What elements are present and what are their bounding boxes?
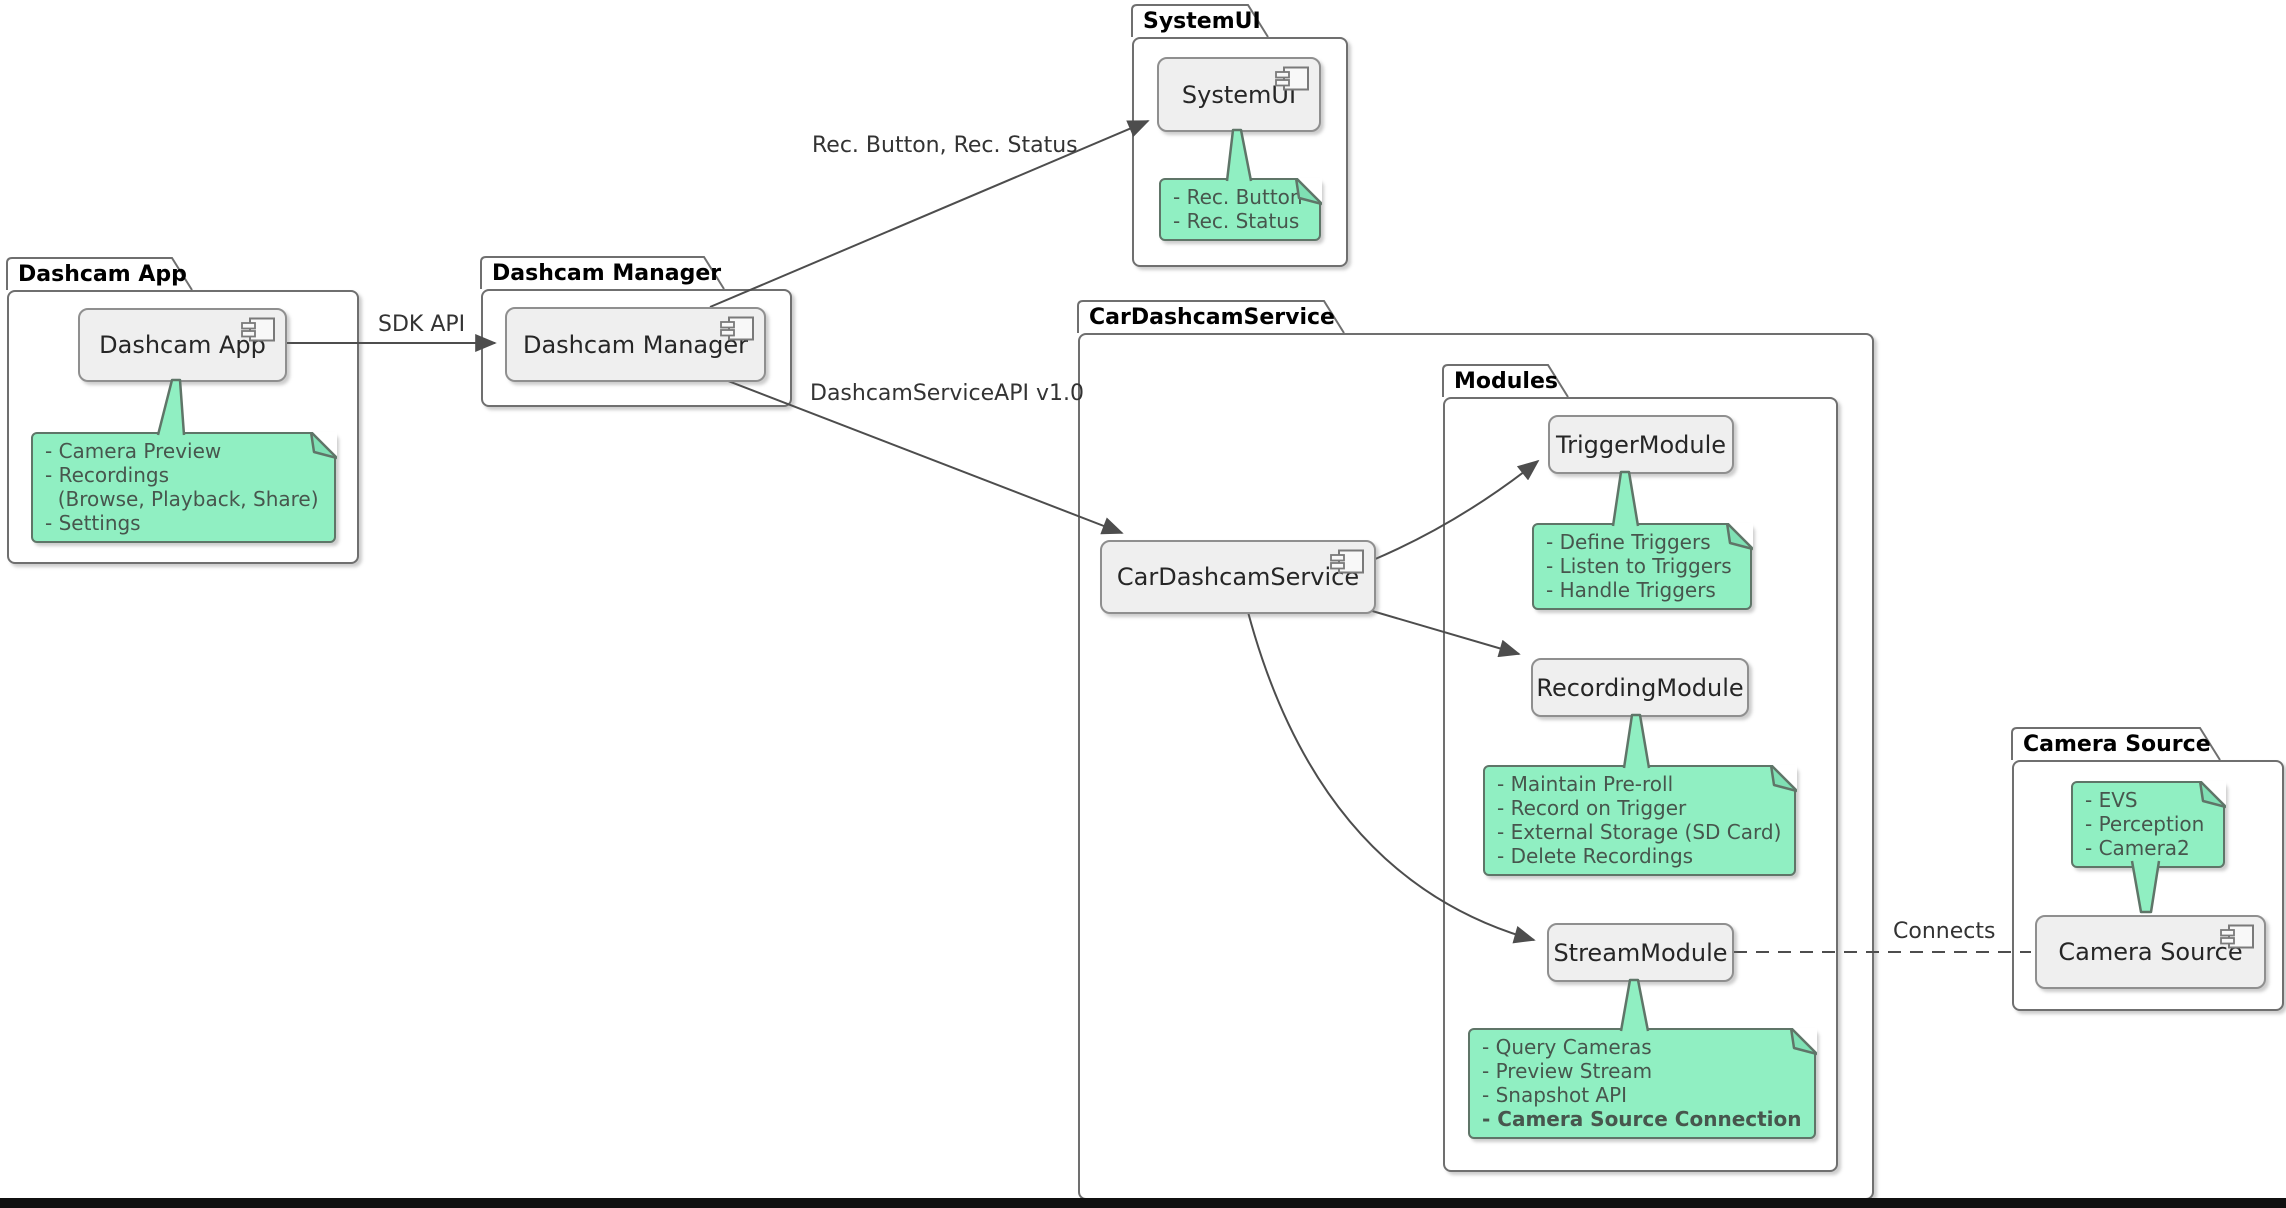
component-icon [1275, 66, 1309, 91]
component-camera-source: Camera Source [2035, 915, 2266, 989]
note-line: - Delete Recordings [1497, 844, 1694, 868]
component-label: Camera Source [2058, 938, 2243, 966]
bottom-window-edge [0, 1198, 2286, 1208]
note-fold-icon [2198, 780, 2226, 808]
edge-label-dashcam-service-api: DashcamServiceAPI v1.0 [810, 381, 1084, 406]
package-title-dashcam-app: Dashcam App [18, 262, 187, 287]
note-camera-source: - EVS- Perception- Camera2 [2071, 780, 2226, 868]
edge-label-connects: Connects [1893, 919, 1996, 944]
component-dashcam-app: Dashcam App [78, 308, 287, 382]
note-line: - EVS [2085, 788, 2138, 812]
component-icon [720, 316, 754, 341]
note-line: - Query Cameras [1482, 1035, 1652, 1059]
note-fold-icon [1789, 1027, 1817, 1055]
component-label: CarDashcamService [1116, 563, 1360, 591]
component-recording-module: RecordingModule [1531, 658, 1749, 717]
package-title-modules: Modules [1454, 369, 1558, 394]
note-systemui: - Rec. Button- Rec. Status [1159, 177, 1322, 241]
component-car-dashcam-service: CarDashcamService [1100, 540, 1376, 614]
note-fold-icon [309, 431, 337, 459]
component-label: StreamModule [1553, 938, 1728, 967]
note-line: - Snapshot API [1482, 1083, 1628, 1107]
note-line: - Camera Source Connection [1482, 1107, 1802, 1131]
note-line: - Settings [45, 511, 141, 535]
note-fold-icon [1294, 177, 1322, 205]
component-label: Dashcam Manager [522, 330, 748, 359]
edge-label-rec-button-status: Rec. Button, Rec. Status [812, 133, 1078, 158]
component-label: RecordingModule [1536, 673, 1744, 702]
note-line: - Camera Preview [45, 439, 222, 463]
note-line: (Browse, Playback, Share) [45, 487, 319, 511]
note-line: - Define Triggers [1546, 530, 1711, 554]
package-title-car-dashcam-service: CarDashcamService [1089, 305, 1335, 330]
note-fold-icon [1725, 522, 1753, 550]
note-line: - Rec. Button [1173, 185, 1303, 209]
package-title-dashcam-manager: Dashcam Manager [492, 261, 722, 286]
package-title-systemui: SystemUI [1143, 9, 1261, 34]
note-line: - Maintain Pre-roll [1497, 772, 1674, 796]
note-line: - Recordings [45, 463, 170, 487]
note-line: - Camera2 [2085, 836, 2190, 860]
component-icon [241, 317, 275, 342]
note-recording-module: - Maintain Pre-roll- Record on Trigger- … [1483, 764, 1797, 876]
note-line: - Listen to Triggers [1546, 554, 1732, 578]
component-systemui: SystemUI [1157, 57, 1321, 132]
note-line: - Perception [2085, 812, 2205, 836]
note-stream-module: - Query Cameras- Preview Stream- Snapsho… [1468, 1027, 1817, 1139]
note-fold-icon [1769, 764, 1797, 792]
note-trigger-module: - Define Triggers- Listen to Triggers- H… [1532, 522, 1753, 610]
component-label: TriggerModule [1555, 430, 1727, 459]
note-line: - Handle Triggers [1546, 578, 1716, 602]
note-dashcam-app: - Camera Preview- Recordings (Browse, Pl… [31, 431, 337, 543]
component-trigger-module: TriggerModule [1548, 415, 1734, 474]
component-icon [1330, 549, 1364, 574]
note-line: - Preview Stream [1482, 1059, 1653, 1083]
note-line: - External Storage (SD Card) [1497, 820, 1782, 844]
package-title-camera-source: Camera Source [2023, 732, 2211, 757]
component-stream-module: StreamModule [1547, 923, 1734, 982]
component-dashcam-manager: Dashcam Manager [505, 307, 766, 382]
note-line: - Record on Trigger [1497, 796, 1687, 820]
component-icon [2220, 924, 2254, 949]
note-line: - Rec. Status [1173, 209, 1300, 233]
edge-label-sdk-api: SDK API [378, 312, 466, 337]
